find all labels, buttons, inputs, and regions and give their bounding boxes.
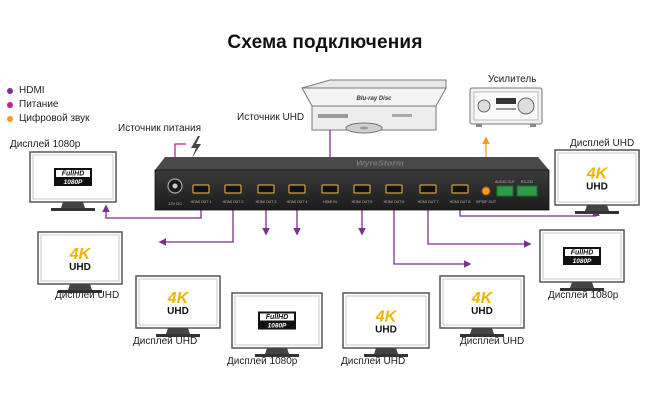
uhd-text: UHD bbox=[375, 325, 397, 336]
hdmi-port bbox=[419, 184, 437, 194]
hdmi-port-label: HDMI OUT 2 bbox=[223, 200, 244, 204]
bluray-logo: Blu-ray Disc bbox=[356, 96, 392, 102]
hdmi-port-label: HDMI OUT 1 bbox=[191, 200, 212, 204]
power-source-label: Источник питания bbox=[118, 123, 202, 134]
source-uhd-label: Источник UHD bbox=[237, 112, 305, 123]
hdmi-port-label: HDMI OUT 4 bbox=[287, 200, 308, 204]
amplifier-label: Усилитель bbox=[488, 74, 537, 85]
uhd-4k-text: 4K bbox=[167, 290, 190, 307]
resolution-text: 1080P bbox=[573, 258, 592, 265]
uhd-text: UHD bbox=[586, 182, 608, 193]
hdmi-port-label: HDMI OUT 8 bbox=[450, 200, 471, 204]
audio-terminal bbox=[496, 185, 514, 197]
hdmi-cable-out7 bbox=[427, 198, 532, 248]
uhd-text: UHD bbox=[471, 306, 493, 317]
legend-item-hdmi: HDMI bbox=[7, 84, 90, 98]
display-label-bottom-3: Дисплей UHD bbox=[341, 356, 406, 367]
page-title: Схема подключения bbox=[227, 32, 423, 53]
hdmi-port-label: HDMI OUT 7 bbox=[418, 200, 439, 204]
hdmi-ports: HDMI OUT 1 HDMI OUT 2 HDMI OUT 3 HDMI OUT 4… bbox=[191, 180, 533, 204]
spdif-port bbox=[481, 186, 491, 196]
display-label-bottom-1: Дисплей UHD bbox=[133, 336, 198, 347]
legend: HDMI Питание Цифровой звук bbox=[7, 84, 90, 126]
hdmi-port bbox=[353, 184, 371, 194]
port-label: S/PDIF OUT bbox=[476, 200, 497, 204]
lightning-icon bbox=[191, 136, 201, 158]
fullhd-text: FullHD bbox=[62, 171, 85, 178]
legend-dot-audio bbox=[7, 116, 13, 122]
display-label-top-left: Дисплей 1080p bbox=[10, 139, 81, 150]
port-label: RS-232 bbox=[521, 180, 533, 184]
display-label-bottom-2: Дисплей 1080p bbox=[227, 356, 298, 367]
uhd-4k-text: 4K bbox=[471, 290, 494, 307]
uhd-4k-text: 4K bbox=[69, 246, 92, 263]
brand-logo: WyreStorm bbox=[356, 159, 404, 167]
hdmi-port-label: HDMI OUT 6 bbox=[384, 200, 405, 204]
rs232-terminal bbox=[516, 185, 538, 197]
hdmi-port bbox=[288, 184, 306, 194]
hdmi-port bbox=[385, 184, 403, 194]
display-label-mid-left: Дисплей UHD bbox=[55, 290, 120, 301]
uhd-4k-text: 4K bbox=[375, 309, 398, 326]
resolution-text: 1080P bbox=[268, 323, 287, 330]
amplifier-device bbox=[469, 87, 543, 127]
port-label: AUDIO OUT bbox=[495, 180, 516, 184]
hdmi-port-label: HDMI IN bbox=[323, 200, 337, 204]
fullhd-text: FullHD bbox=[571, 250, 594, 257]
hdmi-port bbox=[257, 184, 275, 194]
power-port-label: 12V DC bbox=[168, 201, 182, 206]
hdmi-port bbox=[321, 184, 339, 194]
legend-item-audio: Цифровой звук bbox=[7, 112, 90, 126]
legend-item-power: Питание bbox=[7, 98, 90, 112]
legend-dot-power bbox=[7, 102, 13, 108]
legend-dot-hdmi bbox=[7, 88, 13, 94]
uhd-text: UHD bbox=[69, 262, 91, 273]
display-label-top-right: Дисплей UHD bbox=[570, 138, 635, 149]
display-bottom-2: FullHD 1080P bbox=[231, 292, 323, 357]
hdmi-cable-out2 bbox=[158, 198, 234, 246]
display-label-mid-right: Дисплей 1080p bbox=[548, 290, 619, 301]
bluray-player: Blu-ray Disc bbox=[301, 79, 447, 134]
uhd-4k-text: 4K bbox=[586, 166, 609, 183]
hdmi-cable-out6 bbox=[393, 198, 472, 268]
hdmi-port-label: HDMI OUT 5 bbox=[352, 200, 373, 204]
display-label-bottom-4: Дисплей UHD bbox=[460, 336, 525, 347]
fullhd-logo: FullHD 1080P bbox=[258, 311, 296, 330]
hdmi-port-label: HDMI OUT 3 bbox=[256, 200, 277, 204]
hdmi-port bbox=[224, 184, 242, 194]
resolution-text: 1080P bbox=[64, 179, 83, 186]
hdmi-port bbox=[192, 184, 210, 194]
fullhd-text: FullHD bbox=[266, 314, 289, 321]
uhd-text: UHD bbox=[167, 306, 189, 317]
hdmi-port bbox=[451, 184, 469, 194]
